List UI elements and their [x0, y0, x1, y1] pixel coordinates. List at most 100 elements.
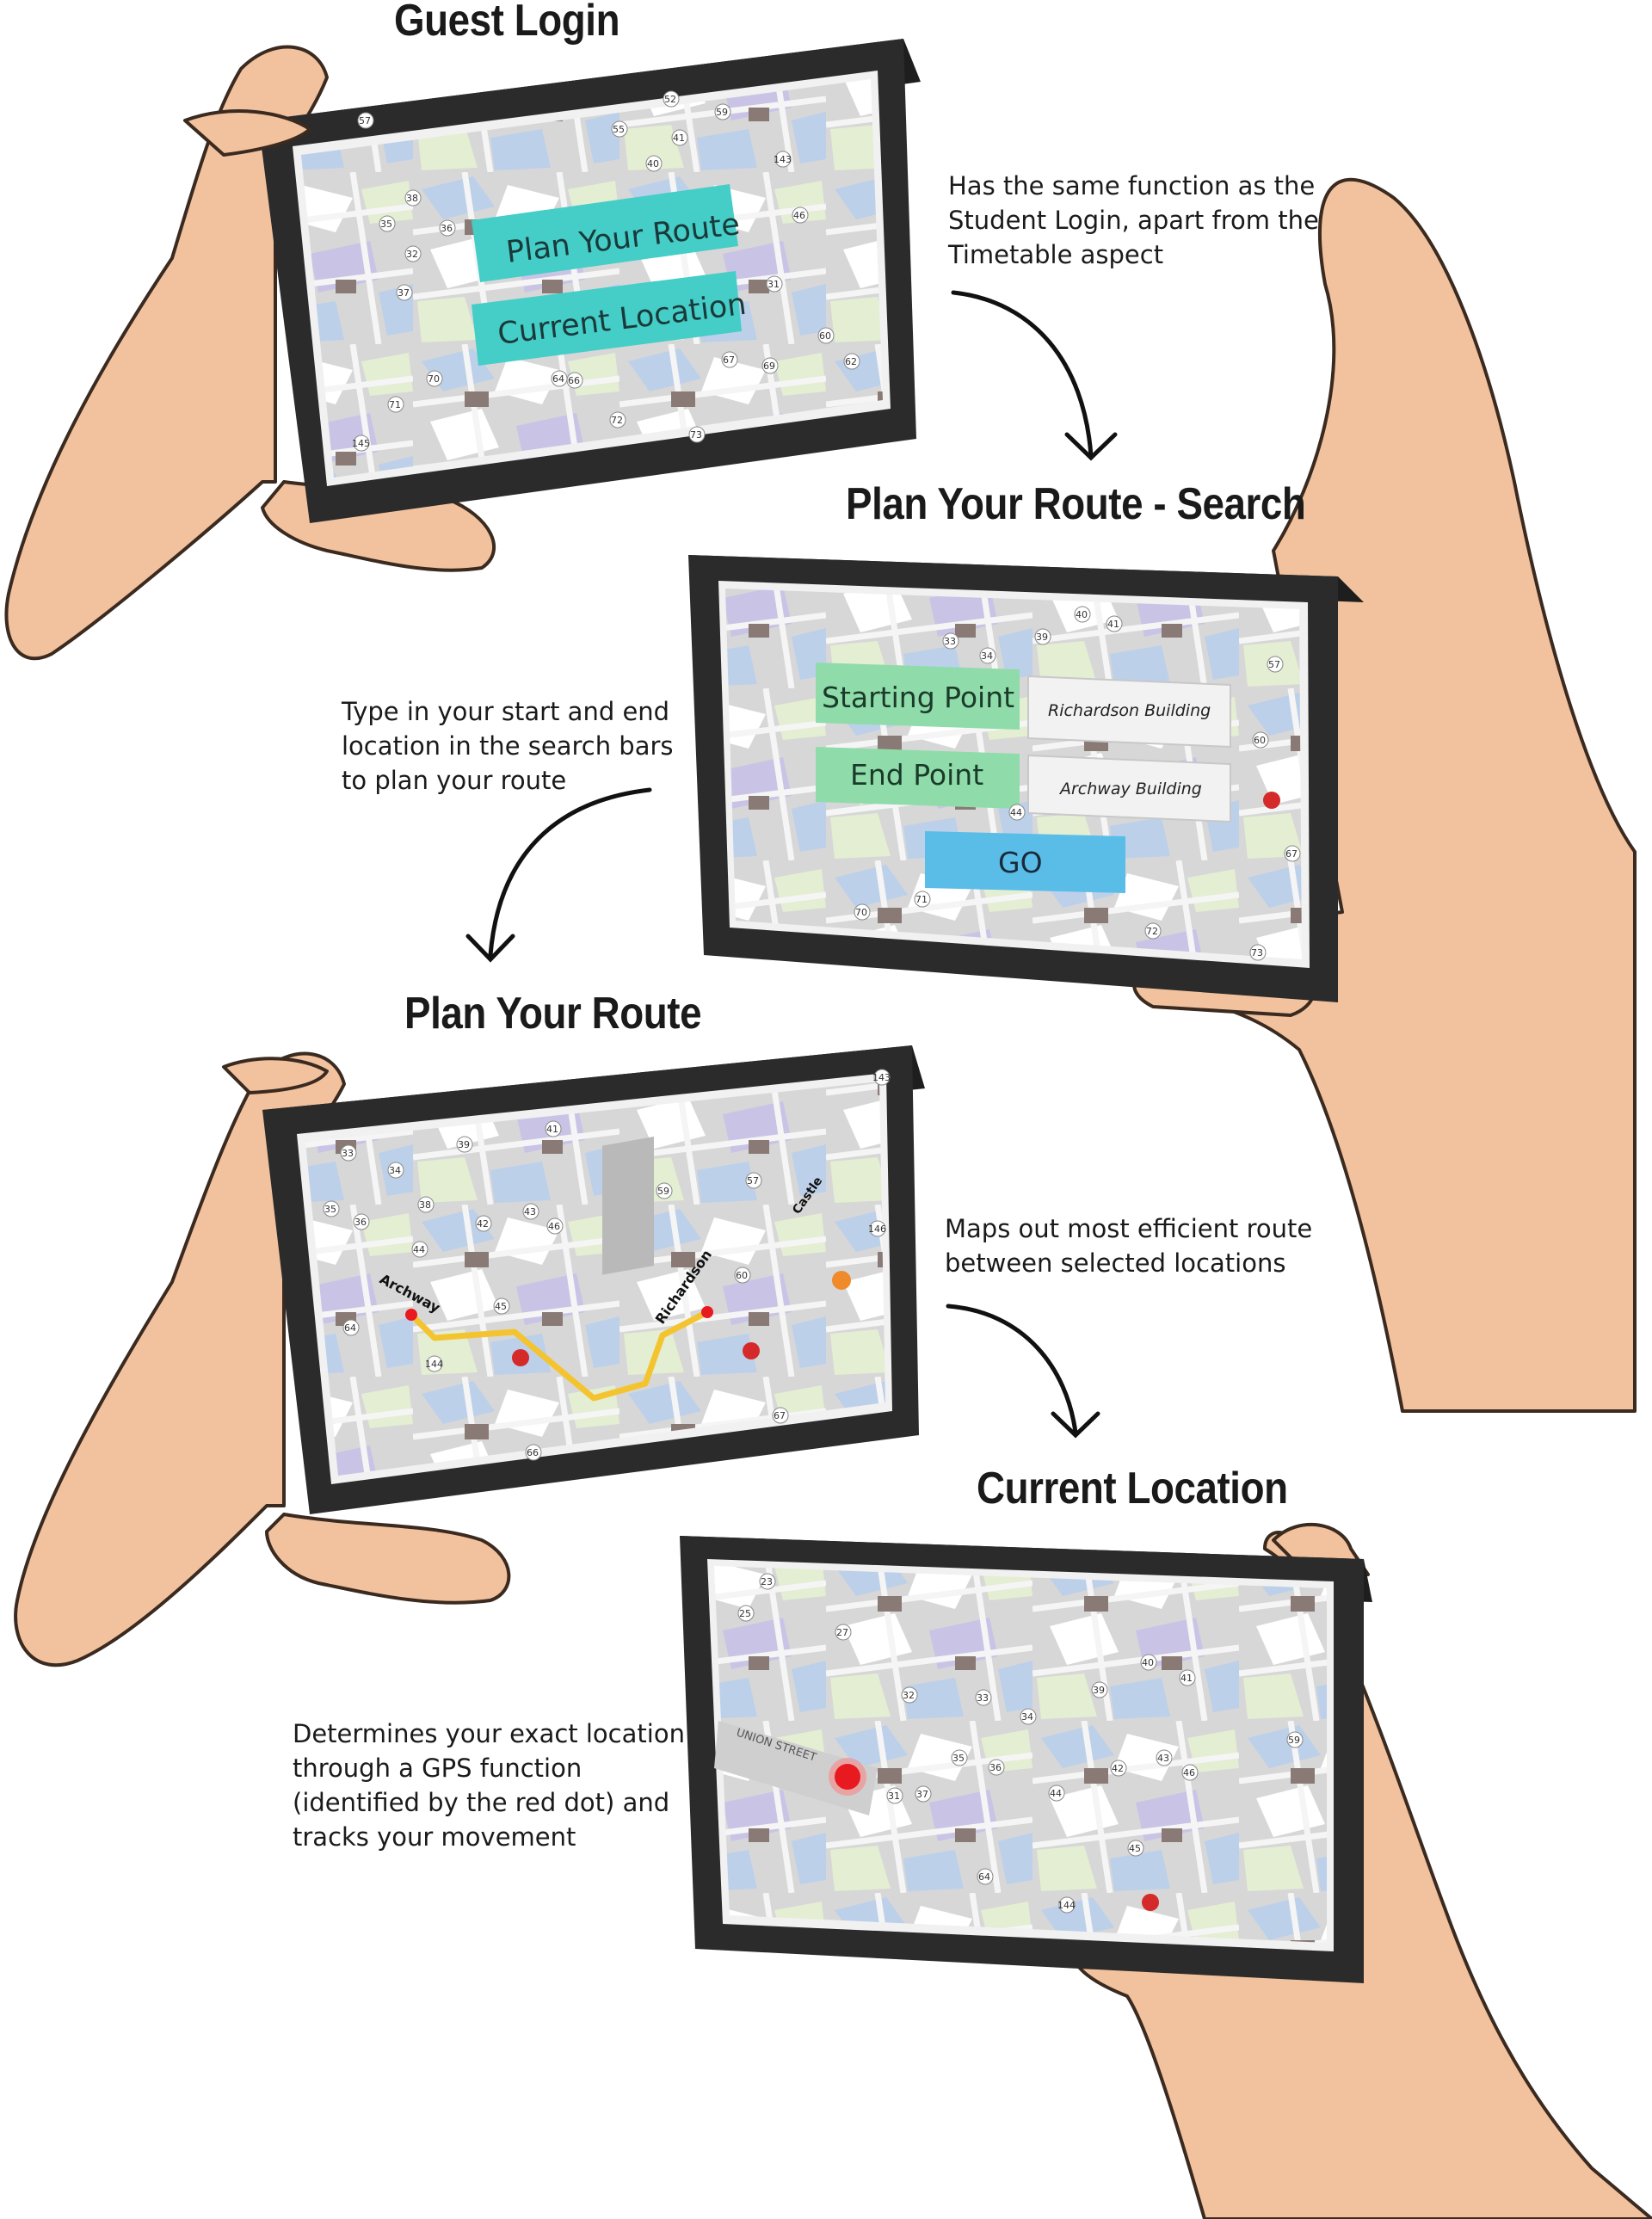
svg-text:40: 40	[1142, 1657, 1154, 1668]
svg-text:31: 31	[767, 279, 780, 290]
svg-text:60: 60	[736, 1270, 748, 1281]
svg-text:42: 42	[477, 1218, 489, 1230]
svg-text:37: 37	[398, 287, 410, 299]
svg-text:72: 72	[611, 415, 623, 426]
svg-text:46: 46	[793, 210, 805, 221]
device-2	[688, 555, 1364, 1002]
svg-text:67: 67	[1285, 848, 1298, 860]
svg-text:143: 143	[774, 154, 792, 165]
description-line: to plan your route	[342, 766, 567, 795]
current-location-dot	[835, 1764, 860, 1790]
description-line: Has the same function as the	[948, 171, 1316, 200]
svg-text:39: 39	[1036, 632, 1048, 643]
svg-text:33: 33	[977, 1692, 989, 1704]
svg-text:46: 46	[1183, 1767, 1195, 1778]
svg-text:40: 40	[1076, 609, 1088, 620]
svg-text:67: 67	[723, 354, 735, 366]
description-line: Timetable aspect	[948, 240, 1164, 269]
svg-text:36: 36	[989, 1762, 1002, 1773]
svg-text:35: 35	[380, 219, 392, 230]
svg-text:64: 64	[344, 1322, 356, 1334]
device-4	[680, 1536, 1372, 1983]
svg-text:70: 70	[855, 907, 867, 918]
screen-2-form: Starting Point Richardson Building End P…	[816, 663, 1231, 893]
svg-text:59: 59	[716, 107, 728, 118]
svg-text:60: 60	[819, 330, 831, 342]
svg-text:41: 41	[673, 133, 685, 144]
svg-text:71: 71	[915, 894, 928, 905]
svg-text:64: 64	[552, 373, 564, 385]
svg-text:41: 41	[546, 1124, 558, 1135]
svg-text:144: 144	[1057, 1900, 1076, 1911]
description-line: location in the search bars	[342, 731, 674, 761]
svg-text:39: 39	[458, 1139, 470, 1150]
svg-text:46: 46	[548, 1221, 560, 1232]
title-current-location: Current Location	[977, 1464, 1288, 1513]
arrow-3-curve	[946, 1304, 1078, 1435]
arrow-1-head	[1064, 432, 1118, 461]
go-button-label: GO	[998, 846, 1043, 879]
svg-text:41: 41	[1107, 619, 1119, 630]
description-current-location: Determines your exact location through a…	[293, 1717, 685, 1854]
screen-2-markers: 33 34 39 40 41 57 60 67 44 70 71 72 73	[854, 606, 1301, 961]
screen-1-markers: 57 38 55 59 143 32 37 31 35 36 40 41 46 …	[352, 90, 860, 452]
description-plan-route-search: Type in your start and end location in t…	[342, 694, 674, 798]
description-line: through a GPS function	[293, 1754, 583, 1783]
arrow-1-curve	[951, 290, 1094, 459]
title-plan-route: Plan Your Route	[404, 989, 702, 1039]
svg-text:34: 34	[981, 650, 993, 662]
svg-text:31: 31	[888, 1791, 900, 1802]
title-guest-login: Guest Login	[394, 0, 620, 46]
description-line: Maps out most efficient route	[945, 1214, 1313, 1243]
svg-text:42: 42	[1112, 1763, 1124, 1774]
svg-text:57: 57	[1268, 659, 1280, 670]
description-line: Determines your exact location	[293, 1719, 685, 1748]
svg-text:73: 73	[1251, 947, 1263, 958]
svg-text:27: 27	[836, 1627, 848, 1638]
device-1	[258, 39, 921, 523]
svg-text:59: 59	[1288, 1735, 1300, 1746]
svg-text:66: 66	[568, 375, 580, 386]
starting-point-value: Richardson Building	[1048, 701, 1211, 720]
svg-text:23: 23	[761, 1576, 773, 1587]
description-line: Type in your start and end	[342, 697, 670, 726]
svg-text:144: 144	[425, 1359, 443, 1370]
description-line: between selected locations	[945, 1248, 1286, 1278]
svg-text:43: 43	[1157, 1753, 1169, 1764]
svg-text:145: 145	[352, 438, 370, 449]
svg-text:34: 34	[1021, 1711, 1033, 1723]
svg-text:25: 25	[739, 1608, 751, 1619]
description-plan-route: Maps out most efficient route between se…	[945, 1211, 1312, 1280]
screen-1-buttons: Plan Your Route Current Location	[472, 184, 749, 366]
end-point-label: End Point	[850, 758, 983, 792]
description-line: (identified by the red dot) and	[293, 1788, 670, 1817]
hand-left-1-fingers	[183, 109, 311, 157]
svg-text:43: 43	[524, 1206, 536, 1217]
svg-text:55: 55	[613, 124, 625, 135]
svg-text:71: 71	[389, 399, 401, 410]
description-line: Student Login, apart from the	[948, 206, 1319, 235]
svg-text:67: 67	[774, 1410, 786, 1421]
svg-text:59: 59	[657, 1186, 669, 1197]
svg-text:38: 38	[419, 1199, 431, 1211]
svg-text:72: 72	[1146, 926, 1158, 937]
hand-left-3	[14, 1051, 511, 1667]
svg-text:62: 62	[845, 356, 857, 367]
svg-text:38: 38	[406, 193, 418, 204]
description-guest-login: Has the same function as the Student Log…	[948, 169, 1319, 272]
svg-text:33: 33	[342, 1148, 354, 1159]
svg-text:33: 33	[944, 636, 956, 647]
arrow-3-head	[1051, 1411, 1100, 1439]
svg-text:64: 64	[978, 1871, 990, 1883]
svg-text:40: 40	[647, 158, 659, 170]
device-3	[262, 1045, 925, 1514]
svg-text:37: 37	[916, 1789, 928, 1800]
svg-text:44: 44	[1010, 807, 1022, 818]
svg-text:32: 32	[903, 1690, 915, 1701]
svg-text:70: 70	[428, 373, 440, 385]
arrow-2-head	[465, 934, 515, 963]
svg-text:35: 35	[324, 1204, 336, 1215]
svg-text:39: 39	[1093, 1685, 1105, 1696]
screen-3-markers: 39 41 33 34 38 42 43 46 36 35 44 45 57 5…	[323, 1069, 891, 1461]
svg-text:35: 35	[952, 1753, 965, 1764]
